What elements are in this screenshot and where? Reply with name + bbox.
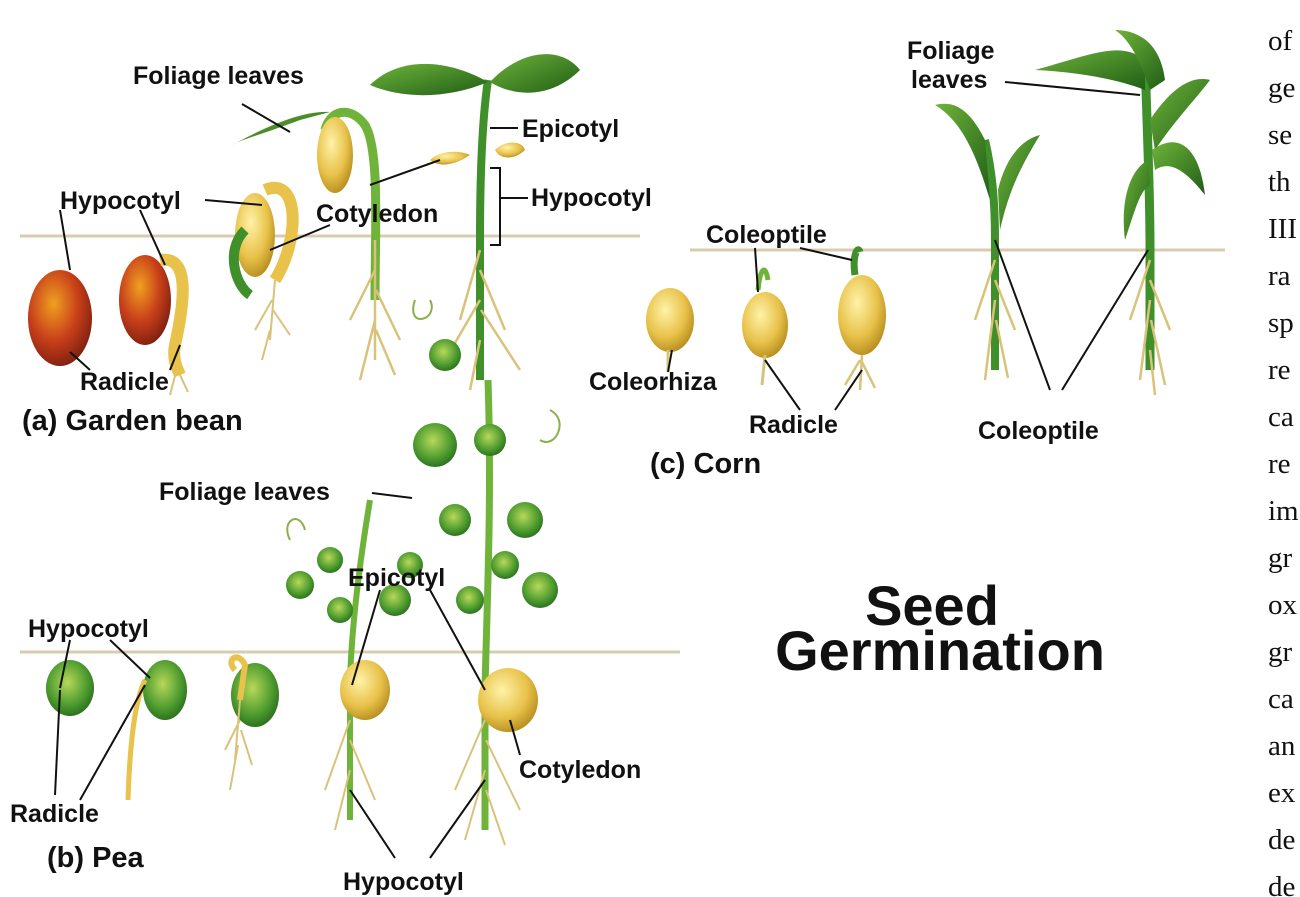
pea-label-hypocotyl-top: Hypocotyl <box>28 615 149 643</box>
side-text-line: III <box>1268 213 1297 245</box>
bean-label-epicotyl: Epicotyl <box>522 115 619 143</box>
side-text-line: de <box>1268 871 1296 897</box>
corn-label-radicle: Radicle <box>749 411 838 439</box>
side-text-line: se <box>1268 119 1293 151</box>
bean-seed-1 <box>28 270 92 366</box>
cropped-top-text <box>0 0 1100 5</box>
corn-label-coleoptile-top: Coleoptile <box>706 221 827 249</box>
side-text-line: sp <box>1268 307 1294 339</box>
pea-illustration <box>46 299 561 846</box>
pea-labels: Foliage leaves Epicotyl Hypocotyl Radicl… <box>10 478 641 896</box>
garden-bean-labels: Foliage leaves Epicotyl Hypocotyl Cotyle… <box>22 62 652 437</box>
garden-bean-illustration <box>28 54 580 396</box>
side-text-line: gr <box>1268 636 1293 668</box>
pea-label-epicotyl: Epicotyl <box>348 564 445 592</box>
corn-caption: (c) Corn <box>650 448 761 480</box>
corn-label-foliage: Foliage <box>907 37 995 65</box>
corn-labels: Foliage leaves Coleoptile Coleorhiza Rad… <box>589 37 1099 480</box>
side-text-line: ra <box>1268 260 1291 292</box>
side-text-line: ca <box>1268 683 1294 715</box>
title-line-2: Germination <box>775 619 1105 682</box>
pea-caption: (b) Pea <box>47 842 145 874</box>
side-text-line: th <box>1268 166 1291 198</box>
corn-illustration <box>646 30 1210 396</box>
corn-leader-lines <box>667 81 1149 411</box>
bean-caption: (a) Garden bean <box>22 405 243 437</box>
diagram-title: Seed Germination <box>775 574 1105 682</box>
bean-label-hypocotyl-right: Hypocotyl <box>531 184 652 212</box>
pea-label-foliage-leaves: Foliage leaves <box>159 478 330 506</box>
corn-label-coleoptile-bottom: Coleoptile <box>978 417 1099 445</box>
side-text-line: im <box>1268 495 1299 527</box>
bean-seed-2 <box>119 255 171 345</box>
side-text-line: re <box>1268 354 1291 386</box>
side-text-line: ox <box>1268 589 1297 621</box>
pea-label-hypocotyl-bottom: Hypocotyl <box>343 868 464 896</box>
pea-leader-lines <box>54 492 521 859</box>
side-text-line: ca <box>1268 401 1294 433</box>
garden-bean-leader-lines <box>59 103 528 371</box>
side-text-line: gr <box>1268 542 1293 574</box>
pea-label-cotyledon: Cotyledon <box>519 756 641 784</box>
bean-label-foliage-leaves: Foliage leaves <box>133 62 304 90</box>
title-line-1: Seed <box>865 574 999 637</box>
side-text-line: ex <box>1268 777 1296 809</box>
pea-label-radicle: Radicle <box>10 800 99 828</box>
side-text-line: an <box>1268 730 1296 762</box>
corn-label-leaves: leaves <box>911 66 987 94</box>
side-text-line: ge <box>1268 72 1296 104</box>
corn-label-coleorhiza: Coleorhiza <box>589 368 718 396</box>
side-text-line: re <box>1268 448 1291 480</box>
bean-label-radicle: Radicle <box>80 368 169 396</box>
side-text-line: of <box>1268 25 1293 57</box>
side-text-line: de <box>1268 824 1296 856</box>
bean-label-hypocotyl-left: Hypocotyl <box>60 187 181 215</box>
bean-label-cotyledon: Cotyledon <box>316 200 438 228</box>
